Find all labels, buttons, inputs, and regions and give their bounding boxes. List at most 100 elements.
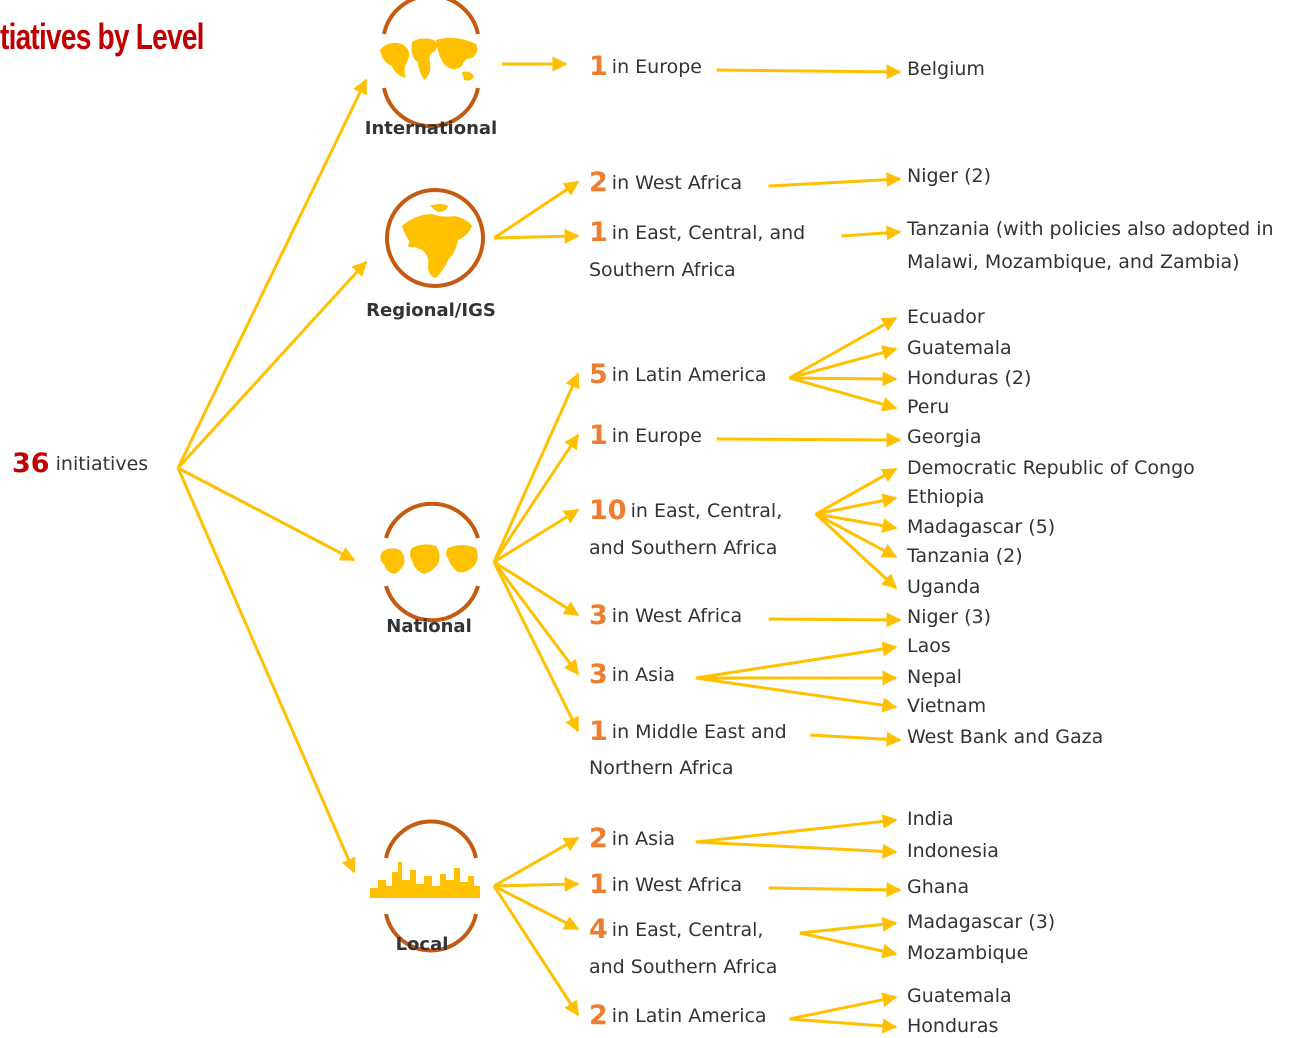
arrow-to-region	[493, 560, 580, 617]
total-initiatives: 36 initiatives	[12, 448, 148, 479]
arrow-to-country	[788, 376, 898, 412]
region-name: in East, Central,	[611, 919, 764, 941]
country-label: Ethiopia	[907, 486, 985, 508]
country-label: Uganda	[907, 576, 981, 598]
count-number: 3	[589, 659, 608, 690]
arrow-to-country	[695, 814, 898, 844]
count-number: 5	[589, 359, 608, 390]
arrow-to-country	[768, 882, 902, 898]
country-label: Niger (2)	[907, 165, 992, 187]
city-skyline-icon	[370, 819, 480, 953]
country-label: Tanzania (2)	[907, 545, 1023, 567]
level-local: Local	[395, 934, 449, 955]
level-regional: Regional/IGS	[366, 300, 496, 321]
country-label: India	[907, 808, 954, 830]
total-number: 36	[12, 448, 50, 479]
arrow-to-country	[716, 432, 902, 448]
region-name: in Asia	[611, 828, 675, 850]
world-map-icon	[380, 0, 480, 129]
count-number: 4	[589, 914, 608, 945]
arrow-to-country	[789, 992, 898, 1021]
region-name: in East, Central, and	[611, 222, 806, 244]
count-number: 2	[589, 167, 608, 198]
country-label: Belgium	[907, 58, 985, 80]
region-name: in Europe	[611, 425, 702, 447]
arrow-to-country	[768, 172, 902, 188]
arrow-to-country	[695, 676, 898, 713]
arrow-to-region	[493, 876, 580, 892]
region-name: in Latin America	[611, 1005, 767, 1027]
africa-region-map-icon	[385, 188, 485, 288]
arrow-to-region	[493, 180, 580, 240]
count-number: 1	[589, 716, 608, 747]
country-label: Madagascar (3)	[907, 911, 1056, 933]
arrow-to-country	[789, 345, 898, 380]
total-label: initiatives	[55, 453, 149, 475]
country-label: West Bank and Gaza	[907, 726, 1104, 748]
region-name-line2: and Southern Africa	[589, 537, 778, 559]
arrow-to-region	[492, 372, 580, 563]
arrow-to-region	[493, 228, 580, 244]
arrow-to-region	[492, 561, 580, 676]
arrow-to-country	[695, 641, 898, 680]
country-label: Guatemala	[907, 985, 1012, 1007]
region-name: in Asia	[611, 664, 675, 686]
arrow-to-international	[176, 78, 368, 469]
count-number: 1	[589, 51, 608, 82]
level-national: National	[386, 616, 472, 637]
country-label: Nepal	[907, 666, 962, 688]
country-label: Laos	[907, 635, 951, 657]
arrow-to-country	[789, 371, 898, 387]
country-label: Malawi, Mozambique, and Zambia)	[907, 251, 1240, 273]
country-label: Tanzania (with policies also adopted in	[907, 218, 1274, 240]
country-label: Niger (3)	[907, 606, 992, 628]
count-number: 1	[589, 217, 608, 248]
region-name: in Middle East and	[611, 721, 787, 743]
country-label: Guatemala	[907, 337, 1012, 359]
country-label: Georgia	[907, 426, 982, 448]
region-name-line2: Southern Africa	[589, 259, 736, 281]
count-number: 2	[589, 1000, 608, 1031]
country-label: Democratic Republic of Congo	[907, 457, 1195, 479]
country-label: Vietnam	[907, 695, 987, 717]
count-number: 10	[589, 495, 627, 526]
region-name: in Europe	[611, 56, 702, 78]
region-name: in West Africa	[611, 874, 743, 896]
country-label: Mozambique	[907, 942, 1029, 964]
arrow-to-region	[493, 508, 580, 564]
count-number: 1	[589, 420, 608, 451]
arrow-to-country	[788, 316, 898, 380]
level-international: International	[364, 118, 498, 139]
arrow-to-country	[815, 493, 898, 516]
country-label: Ghana	[907, 876, 970, 898]
country-label: Peru	[907, 396, 950, 418]
arrow-to-country	[695, 840, 898, 859]
diagram-title: tiatives by Level	[0, 16, 204, 57]
arrow-to-country	[799, 931, 898, 959]
country-label: Indonesia	[907, 840, 999, 862]
arrow-to-country	[789, 1017, 898, 1034]
arrow-to-country	[815, 467, 898, 516]
region-name-line2: Northern Africa	[589, 757, 734, 779]
connector-arrows	[176, 56, 902, 1034]
count-number: 1	[589, 869, 608, 900]
country-label: Madagascar (5)	[907, 516, 1056, 538]
region-name: in West Africa	[611, 605, 743, 627]
arrow-to-country	[841, 225, 902, 241]
arrow-to-national	[177, 466, 356, 562]
region-name: in East, Central,	[630, 500, 783, 522]
